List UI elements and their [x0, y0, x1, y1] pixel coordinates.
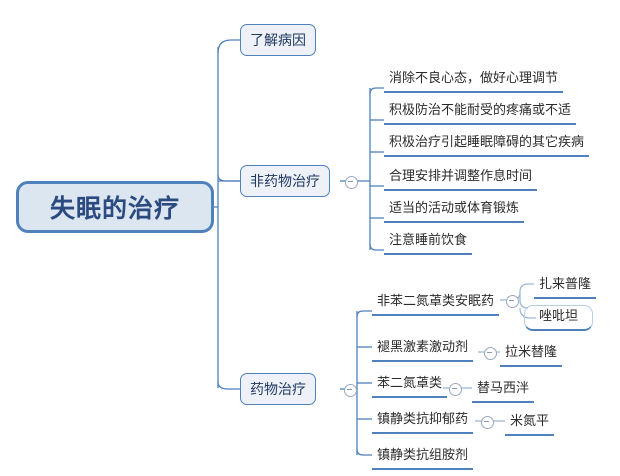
branch-node-non-drug[interactable]: 非药物治疗 — [240, 165, 330, 197]
leaf-node[interactable]: 米氮平 — [505, 413, 555, 436]
leaf-node[interactable]: 褪黑激素激动剂 — [372, 339, 474, 362]
leaf-node[interactable]: 消除不良心态，做好心理调节 — [384, 70, 564, 93]
branch-node-causes[interactable]: 了解病因 — [240, 24, 316, 56]
leaf-node[interactable]: 积极治疗引起睡眠障碍的其它疾病 — [384, 134, 590, 157]
leaf-node[interactable]: 替马西泮 — [472, 380, 535, 403]
leaf-node[interactable]: 注意睡前饮食 — [384, 232, 473, 255]
leaf-node[interactable]: 拉米替隆 — [500, 344, 563, 367]
branch-node-drug[interactable]: 药物治疗 — [240, 373, 316, 405]
leaf-node[interactable]: 适当的活动或体育锻炼 — [384, 200, 525, 223]
collapse-toggle-melatonin[interactable] — [484, 347, 497, 360]
collapse-toggle-drug[interactable] — [344, 384, 357, 397]
branch-label-drug: 药物治疗 — [250, 382, 306, 398]
leaf-node[interactable]: 扎来普隆 — [534, 276, 597, 299]
leaf-node[interactable]: 镇静类抗抑郁药 — [372, 411, 474, 434]
leaf-node-selected[interactable]: 唑吡坦 — [524, 305, 594, 331]
leaf-node[interactable]: 积极防治不能耐受的疼痛或不适 — [384, 102, 577, 125]
root-label: 失眠的治疗 — [49, 194, 180, 223]
collapse-toggle-antidepressant[interactable] — [481, 416, 494, 429]
root-node[interactable]: 失眠的治疗 — [16, 181, 214, 233]
leaf-node[interactable]: 苯二氮䓬类 — [372, 375, 448, 398]
leaf-node[interactable]: 非苯二氮䓬类安眠药 — [372, 293, 500, 316]
collapse-toggle-non-drug[interactable] — [345, 176, 358, 189]
collapse-toggle-nonbenzo[interactable] — [506, 295, 519, 308]
branch-label-non-drug: 非药物治疗 — [250, 174, 320, 190]
leaf-node[interactable]: 合理安排并调整作息时间 — [384, 168, 538, 191]
collapse-toggle-benzo[interactable] — [449, 383, 462, 396]
leaf-node[interactable]: 镇静类抗组胺剂 — [372, 447, 474, 470]
branch-label-causes: 了解病因 — [250, 33, 306, 49]
